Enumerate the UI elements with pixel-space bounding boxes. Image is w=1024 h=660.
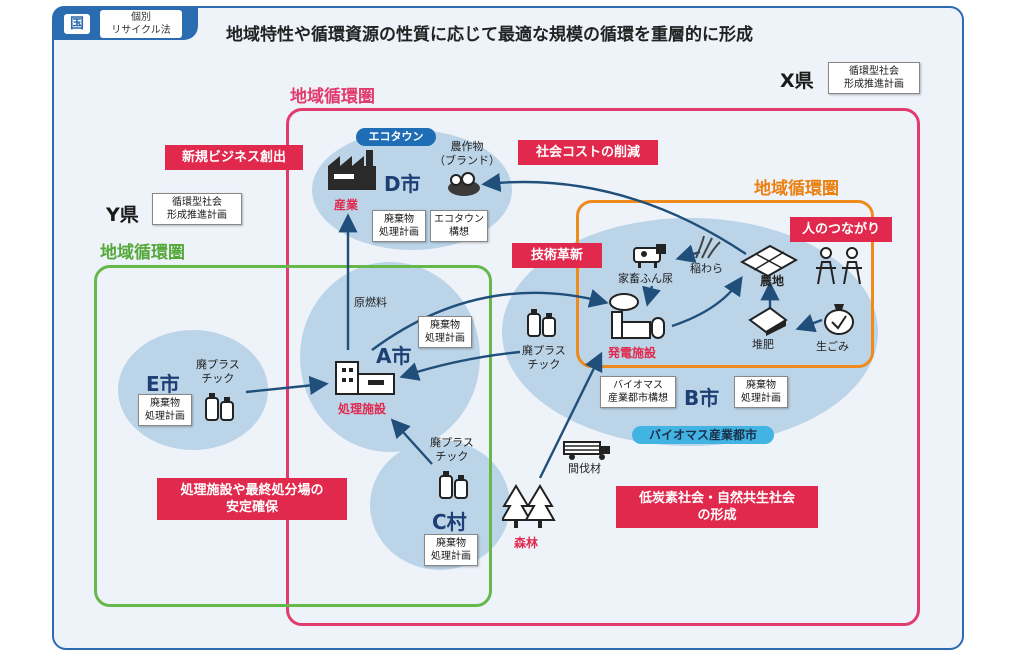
- a-plan-box: 廃棄物 処理計画: [418, 316, 472, 348]
- y-pref-label: Y県: [106, 204, 139, 226]
- straw-icon: [695, 235, 721, 259]
- compost-label: 堆肥: [752, 338, 774, 351]
- c-plastic-text: 廃プラス チック: [430, 436, 474, 463]
- manure-label: 家畜ふん尿: [618, 272, 673, 285]
- recycling-law-label: 個別 リサイクル法: [100, 10, 182, 38]
- e-plan-text: 廃棄物 処理計画: [145, 398, 185, 422]
- tech-banner: 技術革新: [512, 243, 602, 268]
- orange-zone: [576, 200, 874, 368]
- timber-label: 間伐材: [568, 462, 601, 475]
- d-plan-text: 廃棄物 処理計画: [379, 214, 419, 238]
- low-carbon-banner-text: 低炭素社会・自然共生社会 の形成: [638, 491, 795, 523]
- c-plan-box: 廃棄物 処理計画: [424, 534, 478, 566]
- b-bottles-icon: [527, 309, 556, 337]
- biomass-plan-text: バイオマス 産業都市構想: [608, 380, 668, 404]
- e-city-name: E市: [146, 372, 180, 396]
- b-plastic-text: 廃プラス チック: [522, 344, 566, 371]
- straw-label: 稲わら: [690, 262, 723, 275]
- y-plan-box: 循環型社会 形成推進計画: [152, 193, 242, 225]
- arrow-manure-to-power: [642, 285, 661, 307]
- low-carbon-banner: 低炭素社会・自然共生社会 の形成: [616, 486, 818, 528]
- forest-icon: [502, 484, 556, 528]
- arrow-c-to-a: [390, 418, 433, 465]
- garbage-bag-icon: [824, 304, 854, 335]
- orange-zone-label: 地域循環圏: [754, 179, 839, 199]
- b-plan-text: 廃棄物 処理計画: [741, 380, 781, 404]
- pink-zone-label: 地域循環圏: [290, 87, 375, 107]
- industry-label: 産業: [334, 198, 359, 212]
- e-bottles-icon: [205, 393, 234, 421]
- biomass-city-pill: バイオマス産業都市: [632, 426, 774, 444]
- biomass-plan-box: バイオマス 産業都市構想: [600, 376, 676, 408]
- forest-label: 森林: [514, 536, 539, 550]
- arrow-farm-to-d: [481, 172, 747, 255]
- produce-label: 農作物 （ブランド）: [434, 140, 500, 168]
- arrow-a-to-b-power: [371, 289, 609, 351]
- x-plan-box: 循環型社会 形成推進計画: [828, 62, 920, 94]
- eco-town-plan-box: エコタウン 構想: [430, 210, 488, 242]
- factory-icon: [328, 150, 376, 190]
- c-bottles-icon: [439, 471, 468, 499]
- vegetables-icon: [448, 172, 480, 196]
- farm-icon: [740, 244, 798, 278]
- y-plan-text: 循環型社会 形成推進計画: [167, 197, 227, 221]
- power-facility-label: 発電施設: [608, 346, 657, 360]
- kuni-badge: 国: [64, 14, 90, 34]
- stable-banner: 処理施設や最終処分場の 安定確保: [157, 478, 347, 520]
- eco-town-pill: エコタウン: [356, 128, 436, 146]
- x-plan-text: 循環型社会 形成推進計画: [844, 66, 904, 90]
- e-plastic-label: 廃プラス チック: [196, 358, 240, 386]
- power-plant-icon: [609, 293, 665, 339]
- a-plan-text: 廃棄物 処理計画: [425, 320, 465, 344]
- page-title: 地域特性や循環資源の性質に応じて最適な規模の循環を重層的に形成: [226, 25, 753, 45]
- b-city-name: B市: [684, 386, 720, 410]
- truck-icon: [563, 441, 610, 460]
- produce-text: 農作物 （ブランド）: [434, 140, 500, 167]
- farm-label: 農地: [760, 274, 785, 288]
- e-plastic-text: 廃プラス チック: [196, 358, 240, 385]
- x-pref-label: X県: [780, 70, 814, 92]
- processing-plant-icon: [335, 361, 395, 395]
- c-plan-text: 廃棄物 処理計画: [431, 538, 471, 562]
- cow-icon: [633, 244, 666, 268]
- people-icon: [816, 247, 862, 285]
- arrow-e-to-a: [245, 375, 329, 396]
- b-plan-box: 廃棄物 処理計画: [734, 376, 788, 408]
- recycling-law-text: 個別 リサイクル法: [111, 12, 171, 36]
- arrow-b-plastic-to-a: [399, 350, 521, 381]
- e-city-area: [118, 330, 268, 450]
- people-banner: 人のつながり: [790, 217, 892, 242]
- a-city-name: A市: [376, 344, 412, 368]
- raw-fuel-label: 原燃料: [354, 296, 387, 309]
- a-city-area: [300, 262, 480, 452]
- c-plastic-label: 廃プラス チック: [430, 436, 474, 464]
- green-zone: [94, 265, 492, 607]
- compost-icon: [748, 306, 788, 336]
- d-city-name: D市: [384, 172, 421, 196]
- processing-facility-label: 処理施設: [338, 402, 387, 416]
- new-business-banner: 新規ビジネス創出: [165, 145, 303, 170]
- d-plan-box: 廃棄物 処理計画: [372, 210, 426, 242]
- arrow-straw-to-manure: [675, 244, 701, 264]
- stable-banner-text: 処理施設や最終処分場の 安定確保: [180, 483, 324, 515]
- garbage-label: 生ごみ: [816, 340, 849, 353]
- arrow-forest-to-b: [538, 351, 603, 479]
- e-plan-box: 廃棄物 処理計画: [138, 394, 192, 426]
- pink-zone: [286, 108, 920, 626]
- green-zone-label: 地域循環圏: [100, 243, 185, 263]
- b-plastic-label: 廃プラス チック: [522, 344, 566, 372]
- arrow-power-to-farm: [671, 276, 743, 328]
- eco-town-plan-text: エコタウン 構想: [434, 214, 484, 238]
- c-village-name: C村: [432, 510, 467, 534]
- social-cost-banner: 社会コストの削減: [518, 140, 658, 165]
- arrow-garbage-to-compost: [795, 314, 823, 333]
